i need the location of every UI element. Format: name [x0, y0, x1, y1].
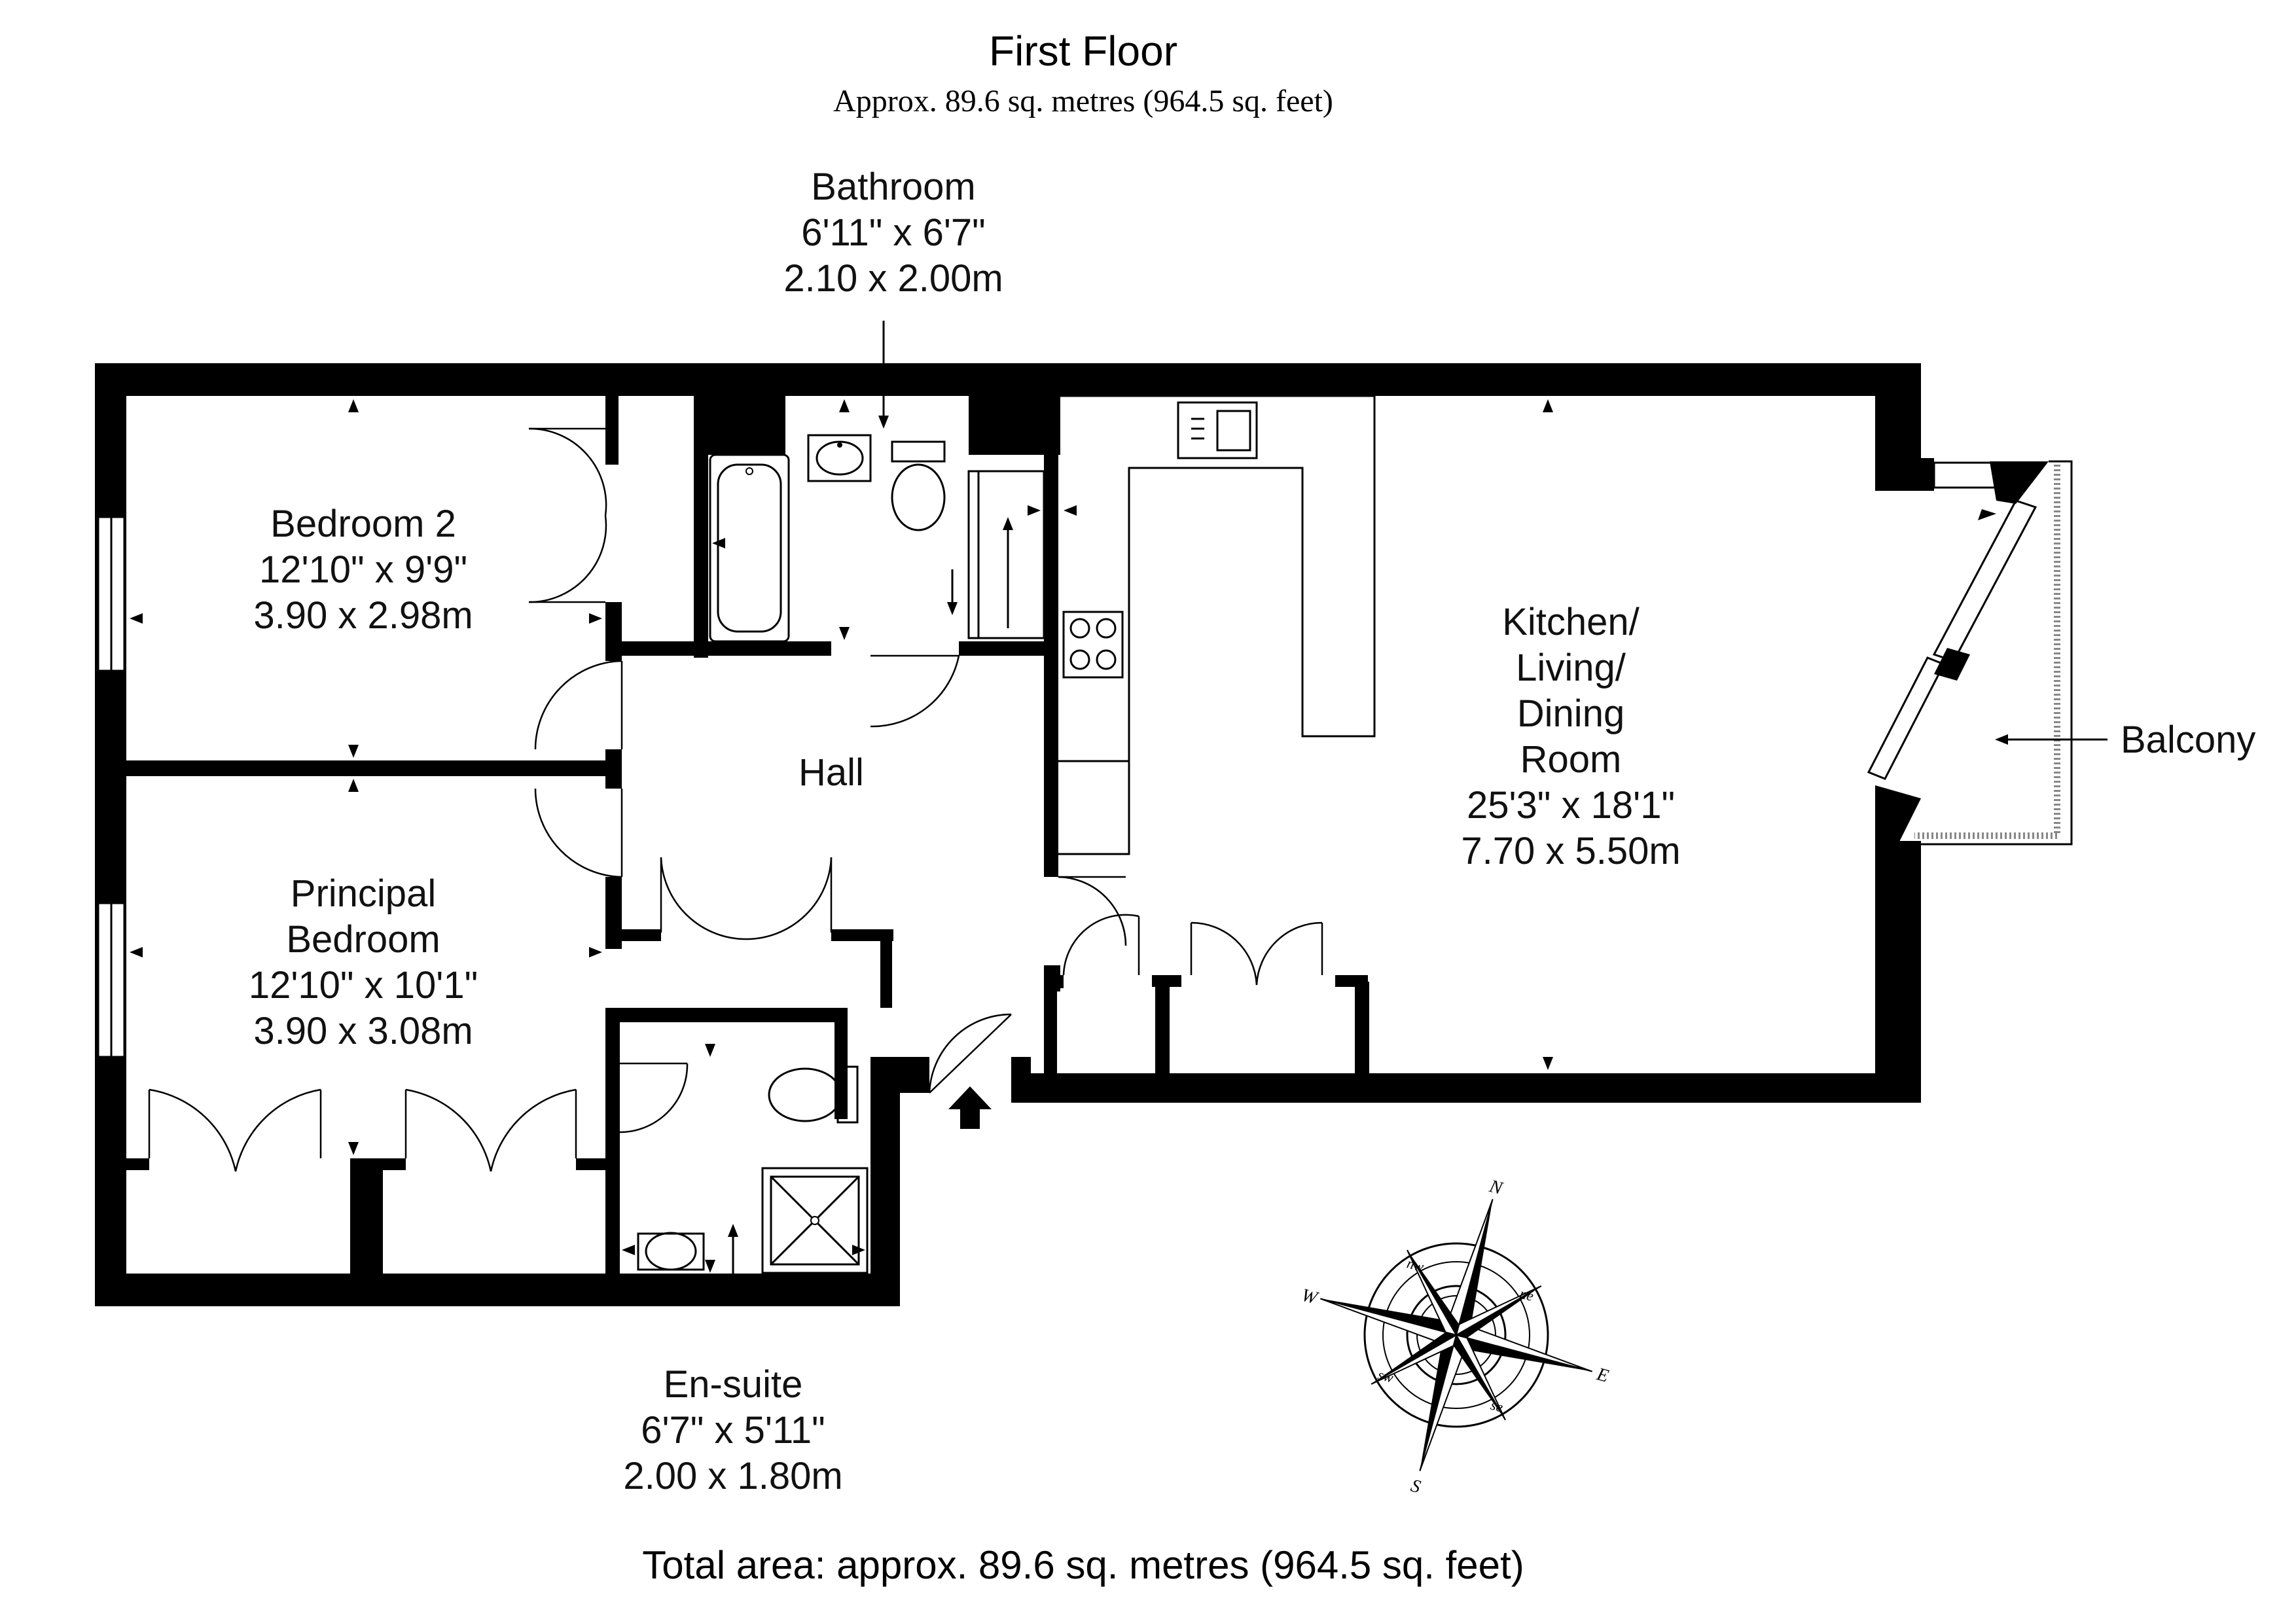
- room-metric: 2.00 x 1.80m: [623, 1455, 842, 1497]
- room-name-line2: Living/: [1516, 647, 1626, 689]
- compass-e: E: [1594, 1364, 1611, 1387]
- bathroom-toilet: [891, 440, 946, 531]
- room-imperial: 25'3" x 18'1": [1467, 784, 1675, 827]
- label-kitchen-living-dining: Kitchen/ Living/ Dining Room 25'3" x 18'…: [1461, 601, 1680, 872]
- windows: [97, 461, 2049, 1058]
- doors: [148, 427, 1323, 1172]
- room-metric: 3.90 x 3.08m: [253, 1010, 473, 1052]
- room-name-line2: Bedroom: [286, 918, 440, 961]
- room-metric: 2.10 x 2.00m: [783, 257, 1003, 300]
- entrance-arrow-icon: [948, 1086, 992, 1129]
- bathroom-basin: [807, 434, 872, 482]
- room-name: Bathroom: [811, 166, 975, 208]
- label-hall: Hall: [798, 751, 864, 794]
- floor-title: First Floor: [989, 27, 1177, 75]
- room-name: Hall: [798, 751, 864, 794]
- floor-subtitle: Approx. 89.6 sq. metres (964.5 sq. feet): [833, 84, 1333, 118]
- ensuite-toilet: [768, 1065, 859, 1124]
- label-bedroom-2: Bedroom 2 12'10" x 9'9" 3.90 x 2.98m: [253, 503, 473, 637]
- compass-w: W: [1299, 1285, 1321, 1309]
- bathroom-shower: [967, 470, 1045, 639]
- compass-s: S: [1408, 1476, 1423, 1498]
- room-name: Bedroom 2: [270, 503, 456, 545]
- label-balcony: Balcony: [2121, 719, 2255, 761]
- bath-tub: [709, 454, 790, 643]
- dimension-markers: [130, 399, 1996, 1273]
- room-imperial: 6'7" x 5'11": [641, 1409, 825, 1452]
- room-name-line1: Kitchen/: [1502, 601, 1640, 643]
- compass-ne: ne: [1518, 1285, 1535, 1304]
- balcony-outline: [1911, 460, 2073, 846]
- label-bathroom: Bathroom 6'11" x 6'7" 2.10 x 2.00m: [783, 166, 1003, 300]
- kitchen-units: [1058, 395, 1376, 855]
- room-imperial: 6'11" x 6'7": [801, 211, 986, 254]
- compass-rose-icon: N E S W ne se sw nw: [1299, 1176, 1611, 1498]
- room-name-line1: Principal: [291, 872, 436, 915]
- compass-nw: nw: [1405, 1255, 1426, 1275]
- room-metric: 3.90 x 2.98m: [253, 594, 473, 637]
- compass-n: N: [1486, 1176, 1505, 1199]
- callout-arrows: [728, 321, 2108, 1302]
- label-en-suite: En-suite 6'7" x 5'11" 2.00 x 1.80m: [623, 1363, 842, 1497]
- ensuite-shower: [761, 1167, 869, 1274]
- room-imperial: 12'10" x 9'9": [259, 548, 467, 591]
- room-name: En-suite: [664, 1363, 803, 1406]
- label-principal-bedroom: Principal Bedroom 12'10" x 10'1" 3.90 x …: [249, 872, 478, 1052]
- room-metric: 7.70 x 5.50m: [1461, 830, 1680, 872]
- room-imperial: 12'10" x 10'1": [249, 964, 478, 1007]
- total-area: Total area: approx. 89.6 sq. metres (964…: [642, 1543, 1524, 1587]
- room-name-line3: Dining: [1517, 692, 1624, 735]
- ensuite-basin: [637, 1232, 705, 1271]
- room-name-line4: Room: [1520, 738, 1622, 781]
